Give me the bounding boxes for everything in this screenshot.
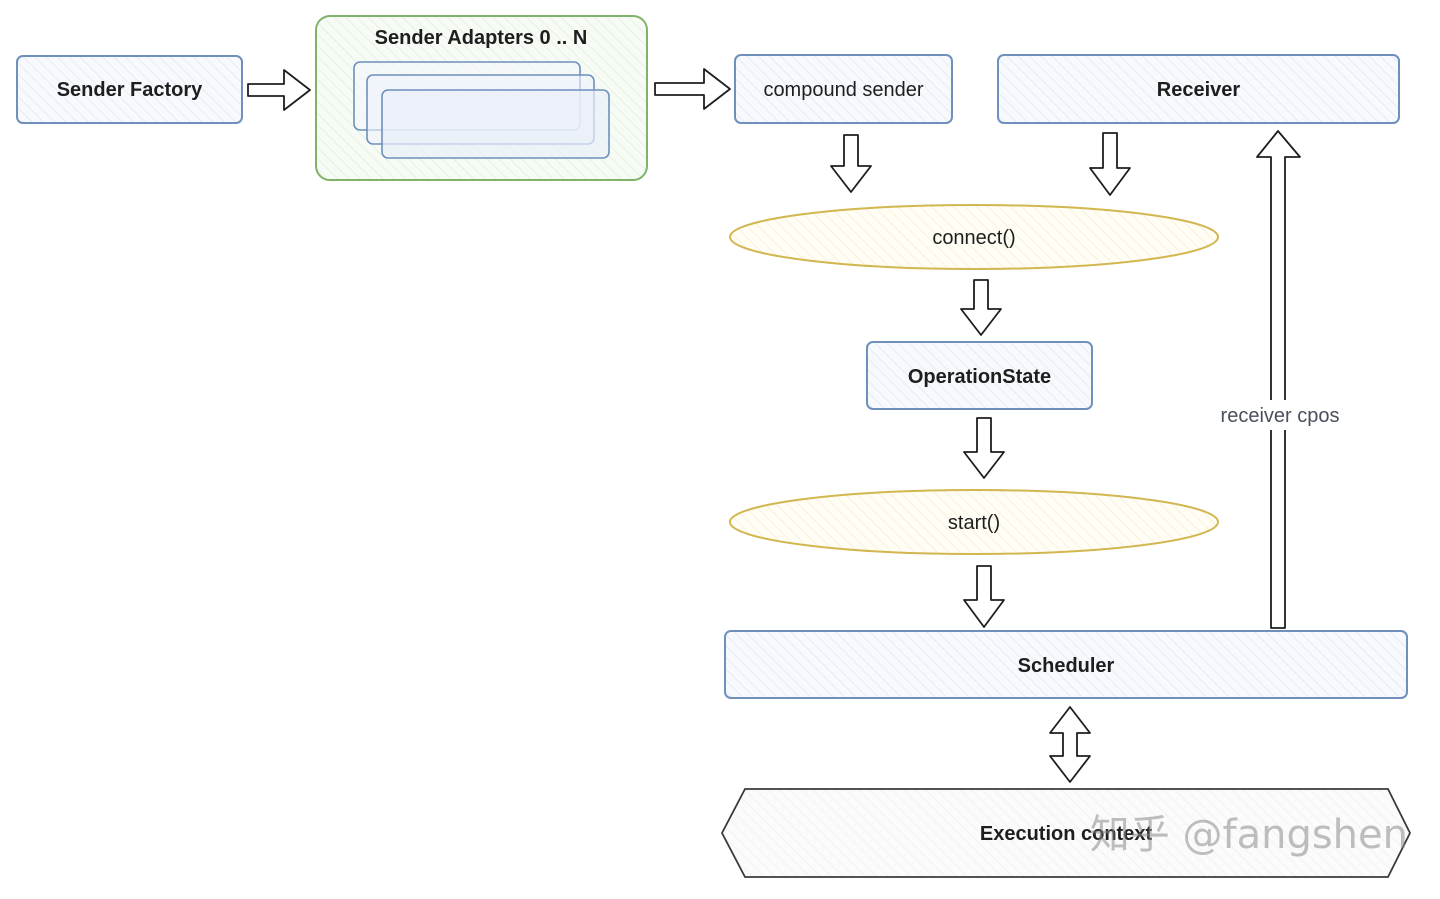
arrow-factory-to-adapters: [247, 69, 311, 111]
arrow-receiver-to-connect: [1089, 132, 1131, 196]
operation-state-label: OperationState: [908, 366, 1051, 388]
sender-factory-label: Sender Factory: [57, 79, 203, 101]
compound-sender-label: compound sender: [763, 79, 923, 101]
execution-context-label: Execution context: [980, 823, 1153, 845]
compound-sender-node: compound sender: [734, 54, 953, 124]
arrow-start-to-scheduler: [963, 565, 1005, 628]
sender-adapters-label: Sender Adapters 0 .. N: [375, 27, 588, 49]
receiver-label: Receiver: [1157, 79, 1241, 101]
watermark-text: 知乎 @fangshen: [1090, 812, 1408, 858]
arrow-adapters-to-compound: [654, 68, 731, 110]
start-node: start(): [729, 489, 1219, 555]
sender-adapters-group: Sender Adapters 0 .. N: [315, 15, 648, 181]
connect-label: connect(): [932, 227, 1015, 249]
arrow-compound-to-connect: [830, 134, 872, 193]
operation-state-node: OperationState: [866, 341, 1093, 410]
scheduler-label: Scheduler: [1018, 655, 1115, 677]
connect-node: connect(): [729, 204, 1219, 270]
adapter-card-3: [381, 89, 610, 159]
receiver-cpos-label: receiver cpos: [1221, 405, 1340, 427]
arrow-scheduler-execution-bidirectional: [1049, 706, 1091, 783]
sender-factory-node: Sender Factory: [16, 55, 243, 124]
arrow-connect-to-opstate: [960, 279, 1002, 336]
execution-context-node: Execution context: [720, 788, 1412, 878]
scheduler-node: Scheduler: [724, 630, 1408, 699]
receiver-node: Receiver: [997, 54, 1400, 124]
arrow-scheduler-to-receiver: [1256, 130, 1301, 629]
edge-label-bg: [1212, 400, 1348, 430]
start-label: start(): [948, 512, 1000, 534]
arrow-opstate-to-start: [963, 417, 1005, 479]
